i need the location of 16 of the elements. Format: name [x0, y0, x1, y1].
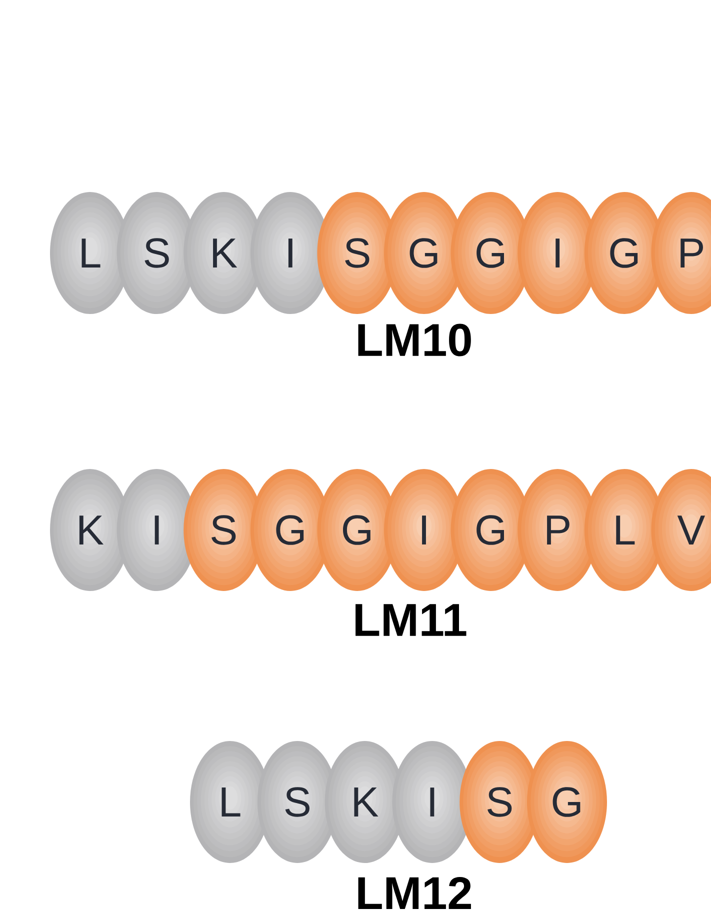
peptide-label: LM10	[358, 324, 471, 356]
amino-acid-bead: P	[651, 192, 711, 314]
peptide-label: LM12	[358, 876, 471, 910]
amino-acid-bead: I	[116, 469, 197, 591]
amino-acid-bead: S	[460, 741, 540, 863]
amino-acid-bead: S	[257, 741, 338, 863]
amino-acid-bead: G	[250, 469, 330, 591]
amino-acid-bead: G	[527, 741, 607, 863]
amino-acid-bead: L	[190, 741, 270, 863]
amino-acid-bead: G	[584, 192, 664, 314]
amino-acid-bead: I	[250, 192, 330, 314]
amino-acid-bead: I	[392, 741, 472, 863]
amino-acid-bead: K	[324, 741, 405, 863]
peptide-label: LM11	[356, 604, 466, 636]
amino-acid-bead: L	[584, 469, 664, 591]
amino-acid-bead: V	[651, 469, 711, 591]
